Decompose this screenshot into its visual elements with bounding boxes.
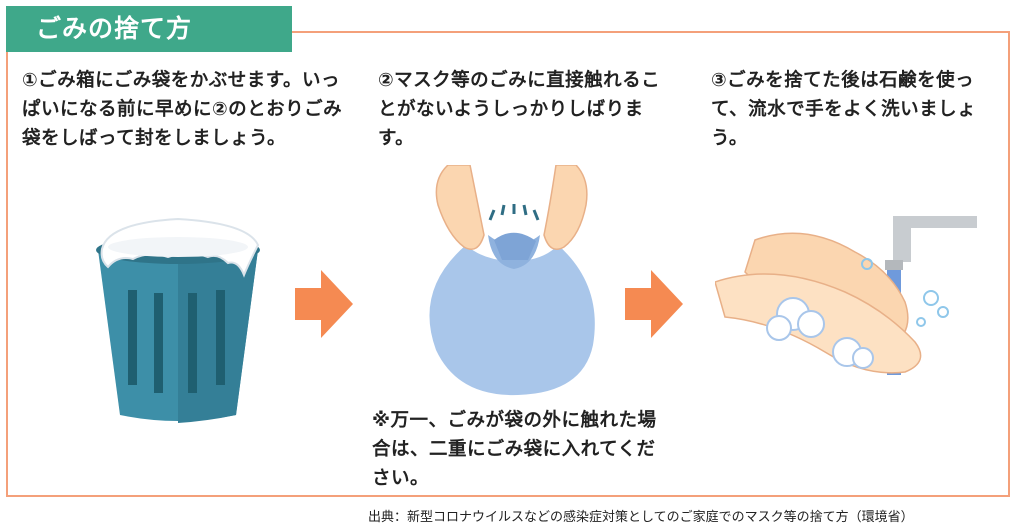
step-3-text: ③ごみを捨てた後は石鹸を使って、流水で手をよく洗いましょう。 (711, 70, 977, 149)
arrow-1-icon (295, 270, 353, 338)
note-text: ※万一、ごみが袋の外に触れた場合は、二重にごみ袋に入れてください。 (372, 410, 657, 489)
step-1-text: ①ごみ箱にごみ袋をかぶせます。いっぱいになる前に早めに②のとおりごみ袋をしばって… (22, 70, 343, 149)
step-2-text: ②マスク等のごみに直接触れることがないようしっかりしばります。 (378, 70, 661, 149)
hand-washing-illustration (715, 216, 977, 375)
page-title: ごみの捨て方 (6, 6, 292, 52)
source-citation: 出典：新型コロナウイルスなどの感染症対策としてのご家庭でのマスク等の捨て方（環境… (368, 510, 914, 525)
content-frame (6, 31, 1010, 497)
tied-bag-illustration (429, 165, 595, 396)
trash-bin-illustration (96, 217, 260, 423)
arrow-2-icon (625, 270, 683, 338)
